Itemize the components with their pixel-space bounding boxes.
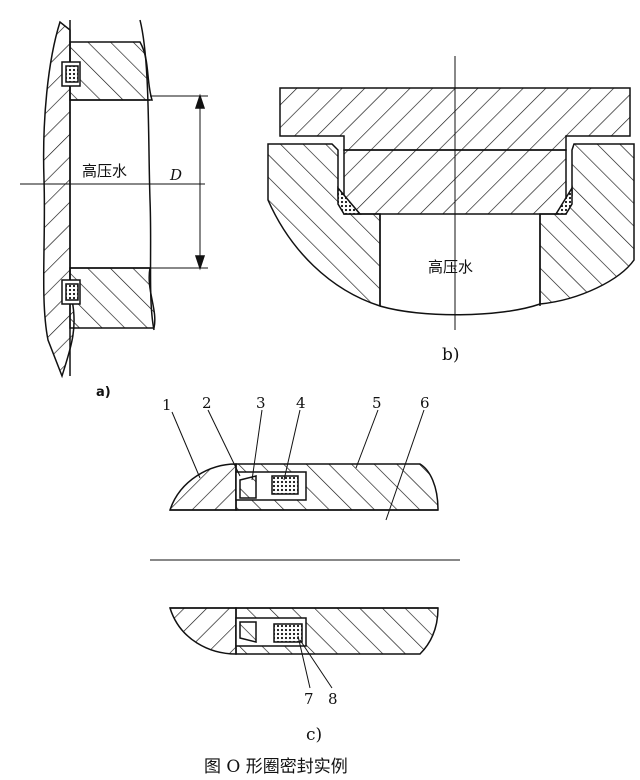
figure-b-label: b) — [442, 345, 460, 365]
figure-c-oring-lower — [273, 623, 303, 643]
figure-a-top-oring — [65, 65, 79, 83]
figure-b-right-housing — [539, 143, 635, 305]
figure-a-top-block — [69, 41, 154, 101]
figure-c-backup-ring-lower — [239, 621, 257, 643]
figure-a — [20, 19, 208, 379]
figure-a-label: a) — [96, 385, 111, 400]
figure-c-part-5: 5 — [372, 394, 382, 412]
figure-a-bottom-oring — [65, 283, 79, 301]
figure-b-medium-label: 高压水 — [428, 258, 473, 276]
figure-b-right-groove — [554, 185, 573, 215]
figure-caption: 图 O 形圈密封实例 — [204, 757, 348, 777]
figure-c-part-1-upper — [168, 463, 237, 511]
figure-c-part-8: 8 — [328, 690, 338, 708]
figure-a-medium-label: 高压水 — [82, 162, 127, 180]
figure-b — [267, 56, 635, 330]
figure-c-backup-ring-upper — [239, 475, 257, 499]
figure-c-part-1: 1 — [162, 396, 172, 414]
figure-c-part-4: 4 — [296, 394, 306, 412]
figure-c-part-6: 6 — [420, 394, 430, 412]
figure-c-part-7: 7 — [304, 690, 314, 708]
figure-c-part-2: 2 — [202, 394, 212, 412]
figure-b-left-groove — [337, 185, 362, 215]
figure-a-bottom-block — [69, 267, 156, 329]
figure-c — [150, 409, 460, 689]
figure-c-oring-upper — [271, 475, 299, 495]
figure-c-label: c) — [306, 725, 322, 745]
figure-c-part-1-lower — [168, 607, 237, 655]
figure-c-part-3: 3 — [256, 394, 266, 412]
figure-a-dimension-label: D — [169, 166, 182, 184]
